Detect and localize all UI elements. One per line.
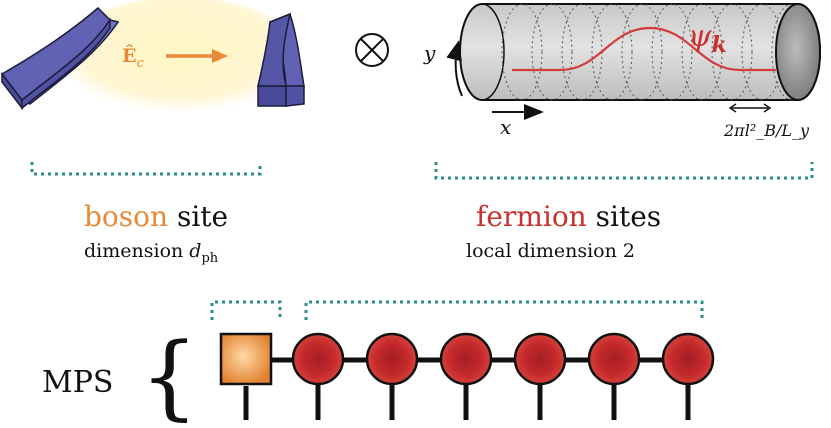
cylinder-ring bbox=[681, 3, 723, 101]
boson-dimension-symbol: d bbox=[189, 240, 202, 262]
fermion-sites-word: sites bbox=[586, 200, 662, 233]
cylinder-ring bbox=[621, 3, 663, 101]
cylinder-body bbox=[459, 3, 821, 101]
fermion-sites-label: fermion sites bbox=[476, 200, 661, 233]
cylinder: ψk bbox=[459, 3, 821, 101]
field-arrow-head bbox=[212, 49, 228, 63]
mps-label: MPS bbox=[42, 365, 113, 400]
cylinder-ring bbox=[711, 3, 753, 101]
wavefunction-curve bbox=[512, 26, 776, 72]
fermion-tensor bbox=[291, 332, 345, 386]
boson-dimension-label: dimension dph bbox=[84, 240, 218, 266]
fermion-dimension-label: local dimension 2 bbox=[466, 240, 635, 262]
spacing-label: 2πl²_B/L_y bbox=[723, 121, 810, 140]
mps-small-boson-bracket bbox=[210, 300, 282, 320]
cylinder-ring bbox=[531, 3, 573, 101]
fermion-tensor bbox=[365, 332, 419, 386]
fermion-sites bbox=[291, 332, 715, 420]
cylinder-end-cap bbox=[775, 3, 821, 101]
fermion-word: fermion bbox=[476, 200, 587, 233]
boson-tensor bbox=[219, 332, 273, 386]
boson-dimension-text: dimension bbox=[84, 240, 190, 262]
boson-dimension-subscript: ph bbox=[201, 250, 219, 266]
y-axis-arrow bbox=[446, 40, 463, 97]
cylinder-ring bbox=[591, 3, 633, 101]
right-mirror bbox=[257, 12, 305, 107]
fermion-tensor bbox=[587, 332, 641, 386]
fermion-tensor bbox=[513, 332, 567, 386]
wavefunction-label: ψk bbox=[688, 19, 727, 58]
tensor-product-symbol bbox=[355, 33, 389, 67]
field-label: Êc bbox=[122, 44, 144, 71]
fermion-tensor bbox=[661, 332, 715, 386]
boson-site-label: boson site bbox=[84, 200, 228, 233]
spacing-marker bbox=[728, 103, 772, 113]
cavity: Êc bbox=[0, 0, 305, 113]
mps-small-fermion-bracket bbox=[304, 300, 704, 320]
x-axis-label: x bbox=[500, 115, 511, 139]
fermion-tensor bbox=[439, 332, 493, 386]
mps-brace: { bbox=[140, 323, 199, 428]
boson-word: boson bbox=[84, 200, 169, 233]
boson-site-word: site bbox=[168, 200, 229, 233]
left-mirror bbox=[0, 6, 120, 111]
cylinder-ring bbox=[501, 3, 543, 101]
fermion-bracket bbox=[434, 162, 814, 180]
y-axis-label: y bbox=[423, 41, 436, 65]
cylinder-ring bbox=[651, 3, 693, 101]
boson-bracket bbox=[30, 162, 262, 176]
